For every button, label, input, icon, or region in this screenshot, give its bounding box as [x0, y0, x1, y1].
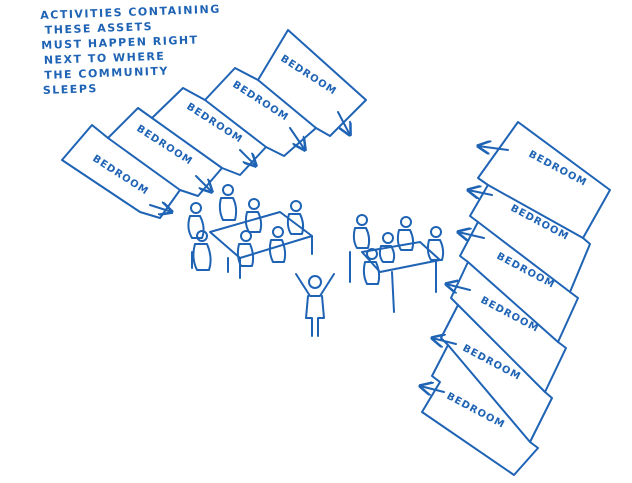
left-person-4: [286, 200, 305, 235]
right-person-3: [426, 226, 445, 261]
right-room-label-6: BEDROOM: [445, 391, 507, 431]
right-person-1: [352, 214, 371, 249]
left-person-2: [218, 184, 238, 221]
right-divider-3: [467, 261, 559, 343]
left-room-label-4: BEDROOM: [230, 79, 290, 123]
right-room-label-3: BEDROOM: [495, 251, 557, 291]
left-person-7: [268, 226, 287, 263]
left-arrow-3: [239, 149, 256, 166]
right-person-5: [378, 232, 396, 263]
right-bedroom-cluster: BEDROOM BEDROOM BEDROOM BEDROOM BEDROOM …: [420, 121, 611, 476]
left-person-1: [187, 202, 205, 239]
left-arrow-5: [337, 111, 350, 135]
right-arrow-6: [420, 386, 445, 392]
left-person-5: [192, 230, 212, 271]
left-arrow-4: [289, 127, 305, 150]
right-arrow-4: [446, 284, 471, 290]
left-room-label-2: BEDROOM: [134, 123, 194, 167]
right-divider-4: [457, 304, 546, 393]
left-dining-group: [187, 184, 313, 279]
standing-person: [295, 273, 335, 337]
left-divider-3: [204, 99, 267, 148]
right-arrow-1: [478, 146, 509, 150]
right-divider-5: [447, 344, 531, 443]
right-arrow-2: [468, 190, 493, 195]
left-person-3: [244, 198, 263, 233]
right-cluster-outline: [421, 121, 611, 476]
right-divider-1: [487, 184, 584, 239]
right-table-leg-1: [391, 271, 395, 313]
left-room-label-1: BEDROOM: [90, 153, 150, 197]
left-arrow-1: [149, 205, 172, 212]
left-bedroom-cluster: BEDROOM BEDROOM BEDROOM BEDROOM BEDROOM: [61, 29, 367, 219]
left-cluster-outline: [61, 29, 367, 219]
right-room-label-5: BEDROOM: [461, 343, 523, 383]
left-person-6: [236, 230, 255, 267]
right-person-4: [362, 248, 381, 285]
right-person-2: [396, 216, 415, 251]
left-room-label-5: BEDROOM: [278, 53, 338, 97]
right-room-label-4: BEDROOM: [479, 295, 541, 335]
left-divider-2: [151, 117, 223, 169]
right-room-label-2: BEDROOM: [509, 203, 571, 243]
right-divider-2: [477, 221, 571, 293]
right-room-label-1: BEDROOM: [527, 149, 589, 189]
left-divider-4: [257, 79, 317, 129]
left-arrow-2: [195, 175, 212, 192]
right-arrow-3: [458, 232, 485, 238]
right-arrow-5: [432, 338, 457, 344]
left-divider-1: [107, 137, 181, 191]
right-dining-group: [349, 214, 445, 313]
